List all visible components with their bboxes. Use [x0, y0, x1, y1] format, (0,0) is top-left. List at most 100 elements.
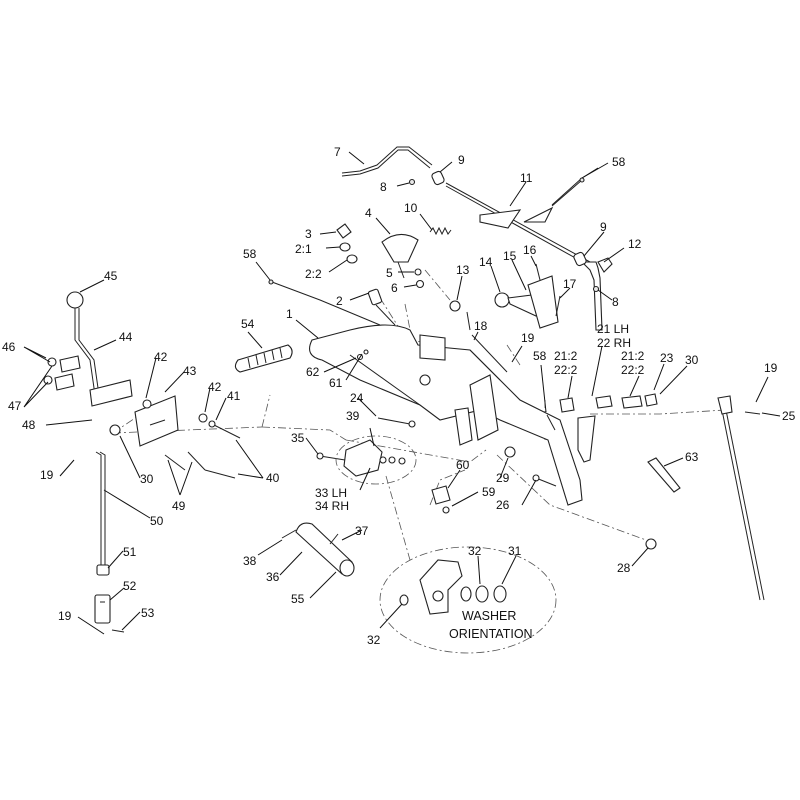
callout-21-2: 21:2: [554, 349, 578, 363]
callout-43: 43: [183, 364, 197, 378]
part-55-36-37-38-pedal-shaft: [281, 522, 355, 577]
part-28-nut: [645, 538, 657, 550]
callout-52: 52: [123, 579, 137, 593]
callout-29: 29: [496, 471, 510, 485]
part-10-spring: [429, 226, 452, 236]
callout-14: 14: [479, 255, 493, 269]
callout-3: 3: [305, 227, 312, 241]
callout-61: 61: [329, 376, 343, 390]
callout-46: 46: [2, 340, 16, 354]
assembly-centerlines: [112, 269, 726, 561]
part-42-washers: [142, 399, 208, 423]
callout-4: 4: [365, 206, 372, 220]
part-41-bolt: [208, 420, 241, 439]
callout-25: 25: [782, 409, 796, 423]
part-9-right-bushing: [573, 251, 587, 267]
callout-8-right: 8: [612, 295, 619, 309]
callout-23: 23: [660, 351, 674, 365]
part-63-tie: [647, 457, 681, 493]
callout-42-b: 42: [208, 380, 222, 394]
part-54-grip: [234, 344, 293, 373]
callout-6: 6: [391, 281, 398, 295]
callout-49: 49: [172, 499, 186, 513]
callout-11: 11: [520, 171, 533, 185]
part-2-washers: [339, 242, 358, 264]
detail-ellipse-small: [335, 435, 417, 485]
callout-10: 10: [404, 201, 418, 215]
part-35-bolt: [316, 452, 346, 461]
callout-40: 40: [266, 471, 280, 485]
callout-18: 18: [474, 319, 488, 333]
callout-33-lh: 33 LH: [315, 486, 347, 500]
part-48-plate: [89, 379, 133, 407]
callout-9: 9: [458, 153, 465, 167]
callout-58: 58: [612, 155, 626, 169]
part-11-control-rod: [445, 177, 591, 266]
callout-32-bottom: 32: [367, 633, 381, 647]
part-43-bracket: [134, 395, 179, 447]
part-58-cable: [268, 279, 381, 326]
callout-26: 26: [496, 498, 510, 512]
callout-1: 1: [286, 307, 293, 321]
callout-8: 8: [380, 180, 387, 194]
part-60-clip: [431, 485, 451, 505]
callout-55: 55: [291, 592, 305, 606]
part-1-control-frame: [309, 324, 583, 506]
part-52-clevis: [94, 594, 111, 624]
callout-15: 15: [503, 249, 517, 263]
part-59-fastener: [442, 506, 450, 514]
callout-labels: 7 8 9 58 11 3 4 10 2:1 2:2 2 5 6 13 14 1…: [2, 145, 796, 647]
washer-orientation-subtitle: ORIENTATION: [449, 627, 533, 641]
part-12-bellcrank: [580, 257, 613, 331]
callout-5: 5: [386, 266, 393, 280]
part-15-16-bracket: [527, 263, 559, 329]
callout-30-left: 30: [140, 472, 154, 486]
callout-34-rh: 34 RH: [315, 499, 349, 513]
callout-12: 12: [628, 237, 642, 251]
part-8-right-pin: [592, 285, 600, 293]
callout-39: 39: [346, 409, 360, 423]
part-7-upper-rod: [341, 146, 433, 177]
callout-21-2-right: 21:2: [621, 349, 645, 363]
part-13-nut: [449, 300, 461, 312]
part-30-washer-left: [109, 424, 121, 436]
callout-60: 60: [456, 458, 470, 472]
part-50-rod: [95, 451, 106, 570]
callout-19-left: 19: [40, 468, 54, 482]
part-26-bolt: [532, 474, 557, 487]
part-24-bolt: [377, 417, 416, 428]
part-49-bolts: [164, 451, 206, 471]
leader-lines: [23, 151, 781, 635]
callout-42: 42: [154, 350, 168, 364]
part-58-cable-upper: [551, 177, 585, 207]
callout-48: 48: [22, 418, 36, 432]
part-8-pin: [408, 178, 416, 186]
callout-47: 47: [8, 399, 22, 413]
callout-2-1: 2:1: [295, 242, 312, 256]
callout-36: 36: [266, 570, 280, 584]
part-58-lower-rod: [546, 414, 556, 431]
part-40-bolts: [204, 469, 236, 479]
callout-19-bottom: 19: [58, 609, 72, 623]
callout-45: 45: [104, 269, 118, 283]
part-21-22-arm: [559, 393, 658, 463]
part-29-nut: [504, 446, 516, 458]
washer-orientation-title: WASHER: [462, 609, 516, 623]
callout-28: 28: [617, 561, 631, 575]
callout-35: 35: [291, 431, 305, 445]
callout-31: 31: [508, 544, 522, 558]
callout-22-rh: 22 RH: [597, 336, 631, 350]
callout-19: 19: [521, 331, 535, 345]
callout-50: 50: [150, 514, 164, 528]
callout-53: 53: [141, 606, 155, 620]
callout-37: 37: [355, 524, 369, 538]
part-19-25-link: [717, 395, 765, 601]
detail-washer-orientation: [379, 546, 557, 654]
callout-62: 62: [306, 365, 320, 379]
part-3-clip: [336, 223, 352, 239]
callout-2: 2: [336, 294, 343, 308]
callout-63: 63: [685, 450, 699, 464]
callout-19-right: 19: [764, 361, 778, 375]
